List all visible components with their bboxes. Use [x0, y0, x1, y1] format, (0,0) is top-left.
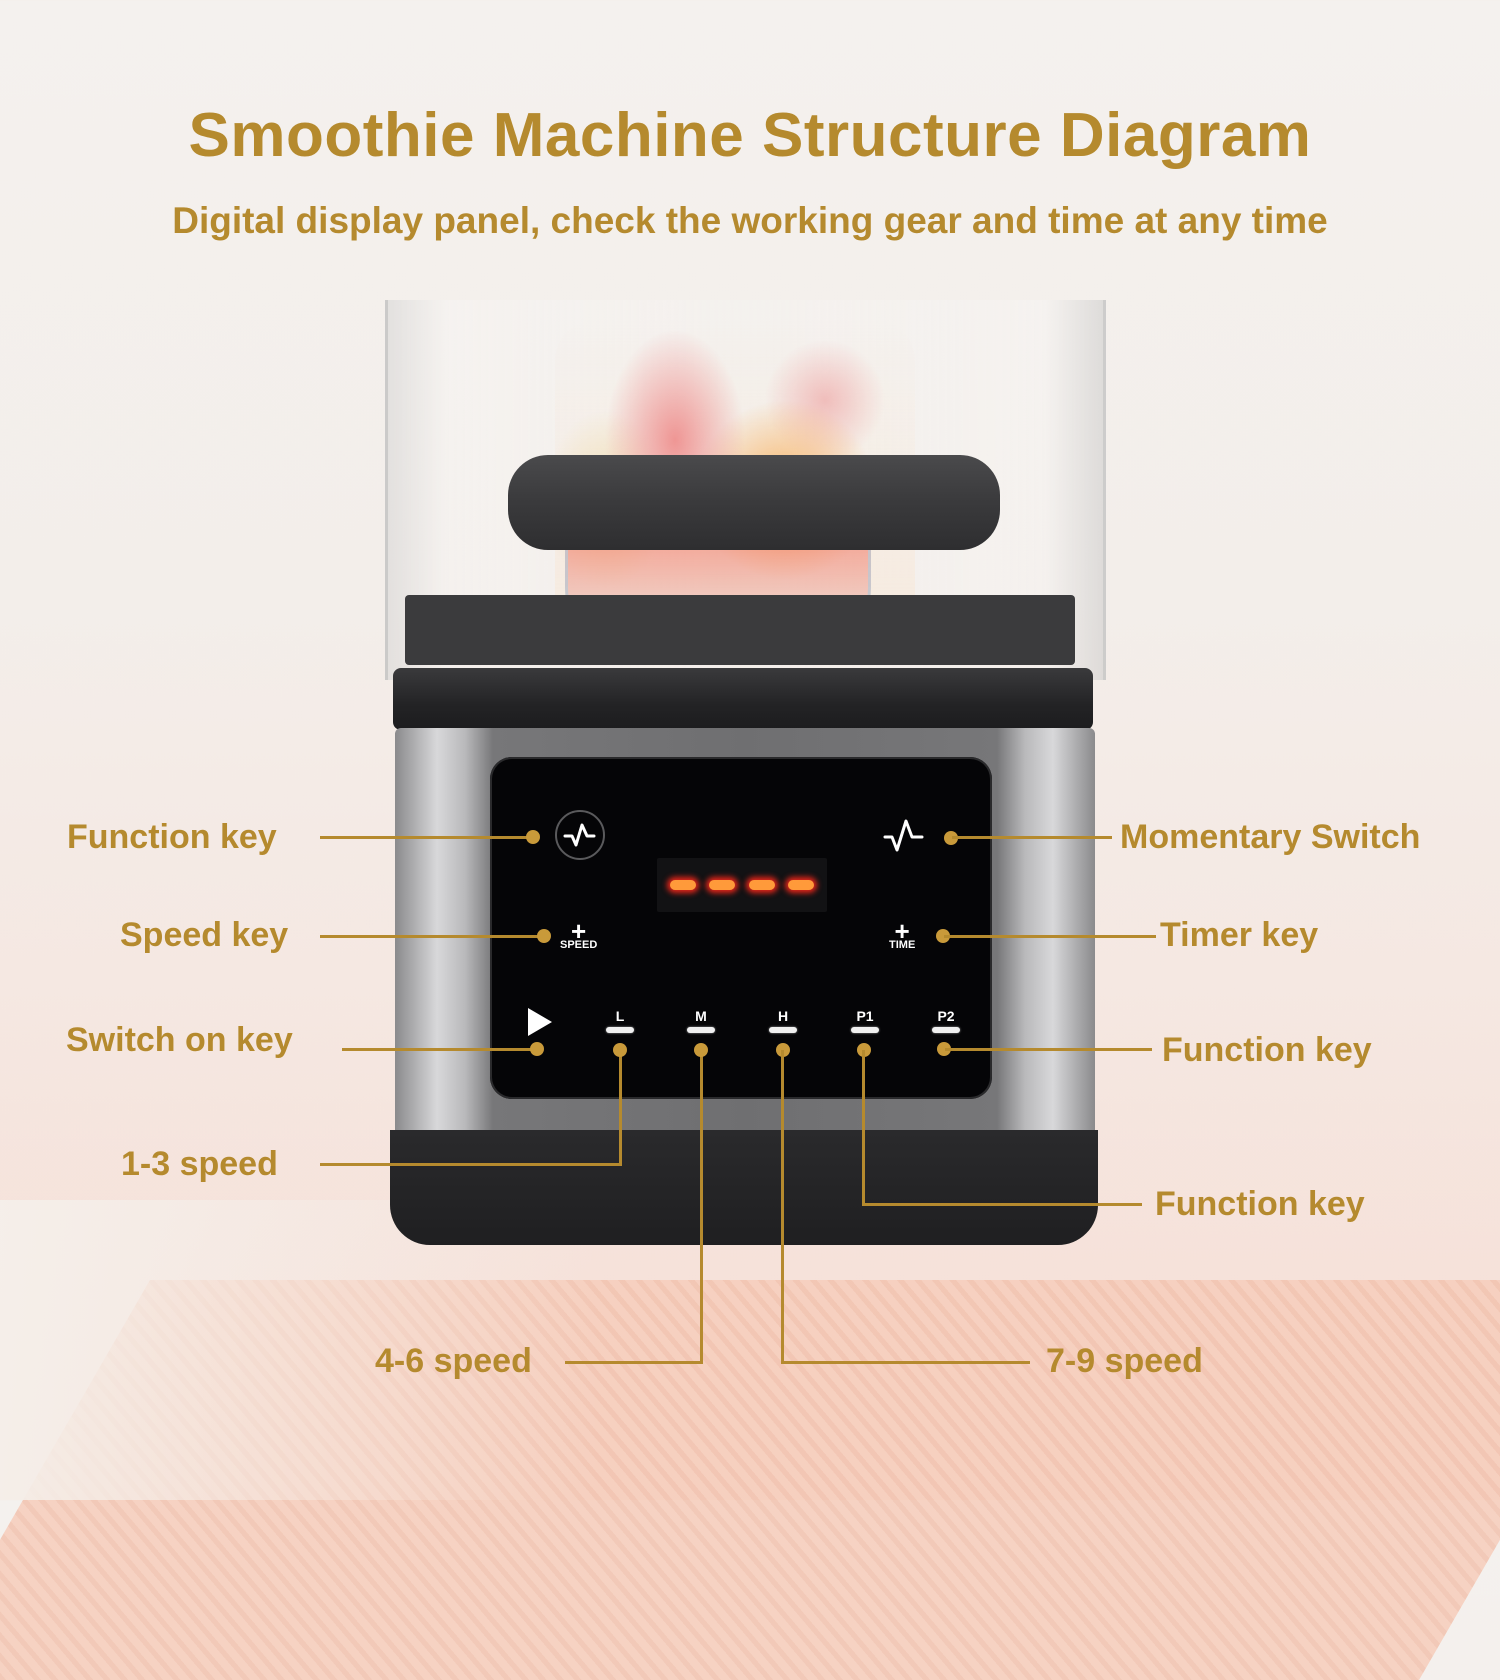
callout-dot — [526, 830, 540, 844]
callout-dot — [694, 1043, 708, 1057]
callout-line — [945, 1048, 1152, 1051]
digital-display — [657, 858, 827, 912]
callout-function-key-p1: Function key — [1155, 1185, 1365, 1223]
blender-foot — [390, 1130, 1098, 1245]
background-shade — [0, 1200, 1500, 1500]
callout-line — [619, 1050, 622, 1166]
callout-function-key-left: Function key — [67, 818, 277, 856]
speed-medium-button[interactable]: M — [681, 1008, 721, 1033]
time-key-text: TIME — [889, 939, 916, 951]
callout-switch-on-key: Switch on key — [66, 1021, 293, 1059]
diagram-title: Smoothie Machine Structure Diagram — [188, 101, 1312, 170]
display-segment — [709, 880, 736, 890]
button-label: P2 — [937, 1008, 955, 1024]
display-segment — [748, 880, 775, 890]
program-2-button[interactable]: P2 — [926, 1008, 966, 1033]
speed-low-button[interactable]: L — [600, 1008, 640, 1033]
motor-collar — [393, 668, 1093, 730]
speed-high-button[interactable]: H — [763, 1008, 803, 1033]
callout-momentary-switch: Momentary Switch — [1120, 818, 1421, 856]
shield-handle — [508, 455, 1000, 550]
button-label: P1 — [856, 1008, 874, 1024]
callout-line — [565, 1361, 703, 1364]
callout-line — [862, 1203, 1142, 1206]
diagram-subtitle: Digital display panel, check the working… — [172, 200, 1328, 241]
play-icon[interactable] — [528, 1008, 552, 1036]
callout-1-3-speed: 1-3 speed — [121, 1145, 278, 1183]
button-indicator — [932, 1027, 960, 1033]
callout-line — [342, 1048, 534, 1051]
timer-key-button[interactable]: + TIME — [889, 918, 915, 951]
button-label: H — [777, 1008, 789, 1024]
display-segment — [788, 880, 815, 890]
callout-line — [781, 1361, 1030, 1364]
callout-dot — [944, 831, 958, 845]
callout-line — [952, 836, 1112, 839]
plus-icon: + — [894, 916, 910, 946]
button-indicator — [769, 1027, 797, 1033]
callout-dot — [537, 929, 551, 943]
program-1-button[interactable]: P1 — [845, 1008, 885, 1033]
callout-line — [944, 935, 1156, 938]
callout-line — [700, 1050, 703, 1364]
speed-key-button[interactable]: + SPEED — [560, 918, 597, 951]
callout-7-9-speed: 7-9 speed — [1046, 1342, 1203, 1380]
speed-key-text: SPEED — [560, 939, 598, 951]
pulse-wave-icon — [563, 823, 596, 847]
callout-dot — [613, 1043, 627, 1057]
callout-speed-key: Speed key — [120, 916, 289, 954]
callout-line — [320, 1163, 622, 1166]
plus-icon: + — [571, 916, 587, 946]
button-indicator — [606, 1027, 634, 1033]
callout-line — [862, 1050, 865, 1205]
callout-line — [320, 836, 532, 839]
button-label: L — [615, 1008, 625, 1024]
callout-dot — [937, 1042, 951, 1056]
button-indicator — [687, 1027, 715, 1033]
display-segment — [669, 880, 696, 890]
callout-line — [781, 1050, 784, 1364]
callout-dot — [936, 929, 950, 943]
jar-base-plate — [405, 595, 1075, 665]
button-label: M — [695, 1008, 707, 1024]
function-key-button[interactable] — [555, 810, 605, 860]
callout-line — [320, 935, 544, 938]
callout-4-6-speed: 4-6 speed — [375, 1342, 532, 1380]
momentary-pulse-icon[interactable] — [882, 815, 926, 855]
callout-function-key-p2: Function key — [1162, 1031, 1372, 1069]
button-indicator — [851, 1027, 879, 1033]
callout-timer-key: Timer key — [1160, 916, 1319, 954]
callout-dot — [530, 1042, 544, 1056]
